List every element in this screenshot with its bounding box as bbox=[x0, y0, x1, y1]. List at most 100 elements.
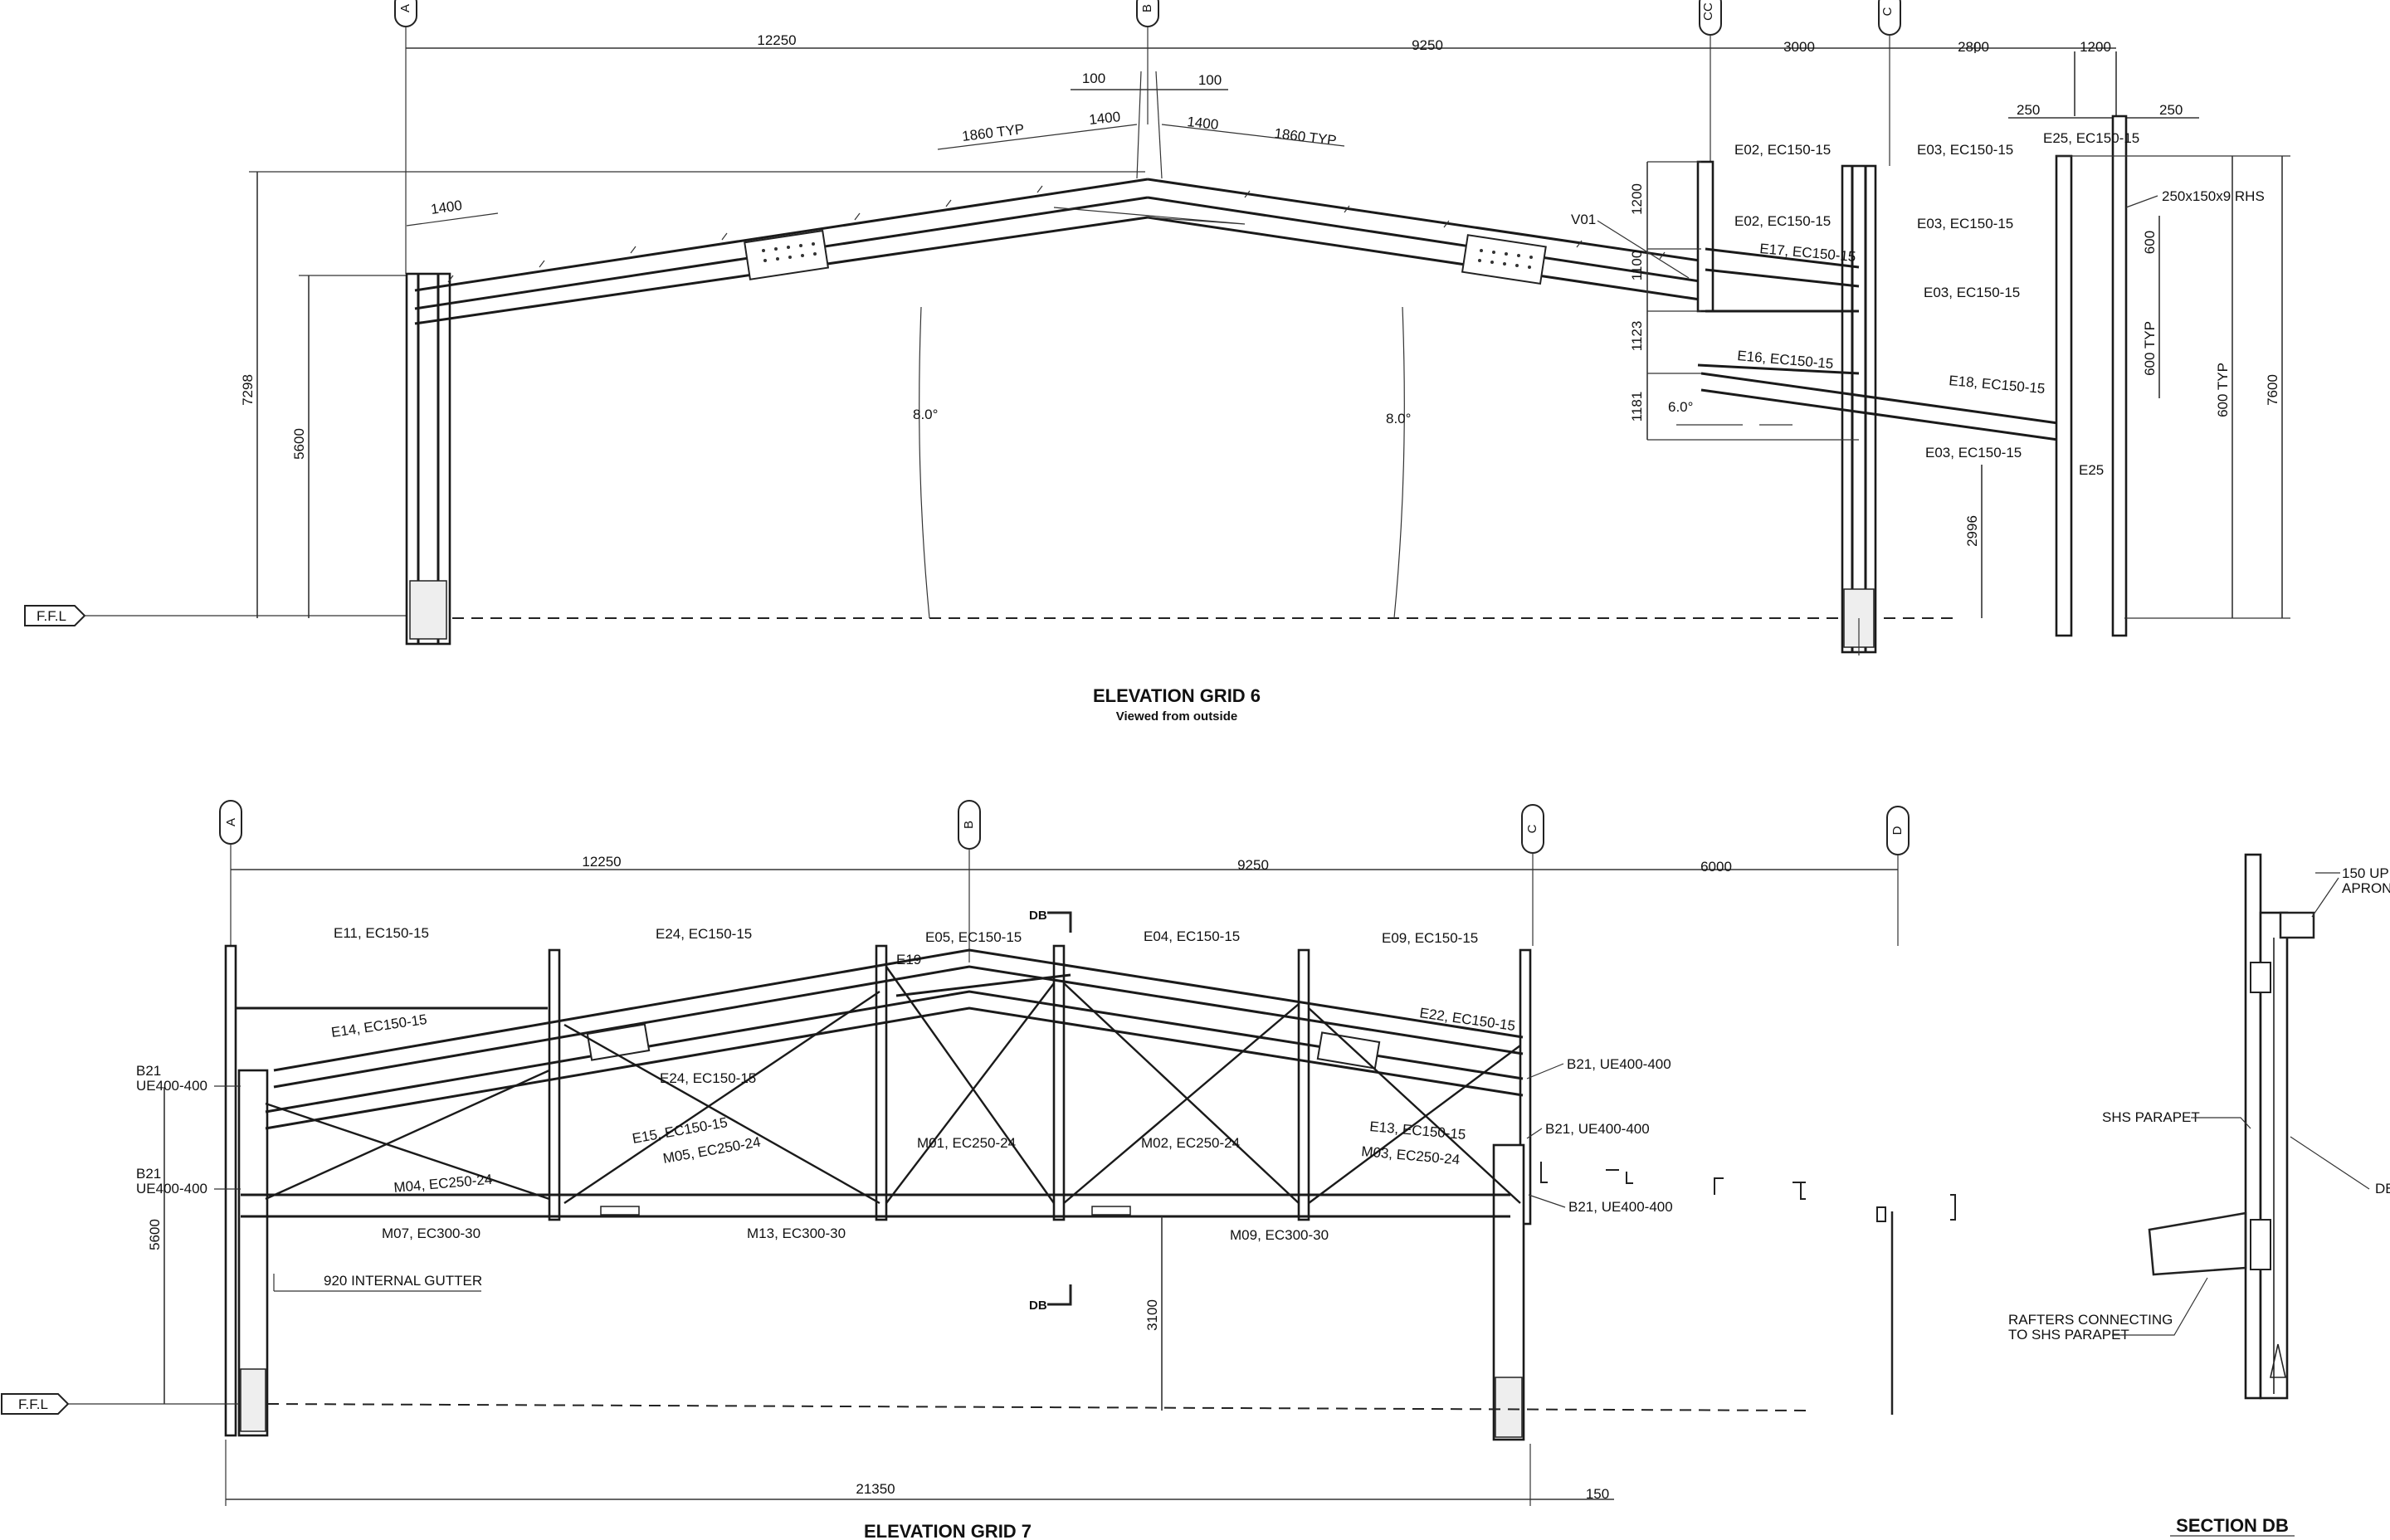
column-cc-grid6 bbox=[1696, 160, 1714, 313]
label-b21-d: B21, UE400-400 bbox=[1545, 1121, 1650, 1137]
grid-marker-a-bottom: A bbox=[219, 800, 242, 845]
label-e24-mid: E24, EC150-15 bbox=[660, 1070, 756, 1086]
dim-1860-typ-right: 1860 TYP bbox=[1274, 125, 1338, 149]
label-ue400-b: UE400-400 bbox=[136, 1181, 207, 1196]
label-e03-2: E03, EC150-15 bbox=[1917, 216, 2013, 231]
label-b21-e: B21, UE400-400 bbox=[1568, 1199, 1673, 1215]
dim-9250: 9250 bbox=[1412, 37, 1443, 53]
dim-1400-eave: 1400 bbox=[430, 197, 463, 217]
title-elevation-grid-6: ELEVATION GRID 6 bbox=[1093, 685, 1261, 706]
dim-1860-typ-left: 1860 TYP bbox=[961, 121, 1025, 144]
svg-text:A: A bbox=[224, 818, 238, 826]
grid-marker-cc-top: CC bbox=[1699, 0, 1722, 36]
label-e05: E05, EC150-15 bbox=[925, 929, 1022, 945]
dim-1400-ridge-left: 1400 bbox=[1088, 109, 1121, 128]
dim-1200: 1200 bbox=[2080, 39, 2111, 55]
dim-1100-cc: 1100 bbox=[1629, 251, 1645, 281]
title-section-db: SECTION DB bbox=[2176, 1515, 2289, 1536]
dim-5600-b: 5600 bbox=[147, 1219, 163, 1250]
section-mark-db-top: DB bbox=[1029, 909, 1072, 933]
angle-8-left: 8.0° bbox=[913, 407, 938, 422]
label-e04: E04, EC150-15 bbox=[1144, 928, 1240, 944]
svg-text:F.F.L: F.F.L bbox=[18, 1396, 48, 1412]
dim-3100: 3100 bbox=[1144, 1299, 1160, 1331]
label-m02: M02, EC250-24 bbox=[1141, 1135, 1240, 1151]
angle-8-right: 8.0° bbox=[1386, 411, 1411, 426]
label-e11: E11, EC150-15 bbox=[334, 925, 429, 941]
label-shs-parapet: SHS PARAPET bbox=[2102, 1109, 2200, 1125]
label-m09: M09, EC300-30 bbox=[1230, 1227, 1329, 1243]
elevation-grid-7: A B C D 12250 9250 6000 bbox=[1, 800, 1956, 1540]
svg-text:F.F.L: F.F.L bbox=[37, 608, 66, 624]
svg-text:B: B bbox=[1140, 4, 1154, 12]
label-m03: M03, EC250-24 bbox=[1361, 1143, 1461, 1167]
dim-2800: 2800 bbox=[1958, 39, 1989, 55]
rafter-right-grid6 bbox=[1053, 178, 1706, 302]
dim-250-right: 250 bbox=[2159, 102, 2183, 118]
dim-7600: 600 TYP bbox=[2215, 363, 2231, 417]
dim-250-left: 250 bbox=[2017, 102, 2040, 118]
label-m04: M04, EC250-24 bbox=[393, 1172, 493, 1196]
svg-text:C: C bbox=[1525, 824, 1539, 833]
rafters-grid7 bbox=[237, 948, 1524, 1130]
label-b21-a: B21 bbox=[136, 1063, 161, 1079]
dim-3000: 3000 bbox=[1783, 39, 1815, 55]
label-e25: E25 bbox=[2079, 462, 2104, 478]
label-e25-top: E25, EC150-15 bbox=[2043, 130, 2139, 146]
label-to-shs-parapet: TO SHS PARAPET bbox=[2008, 1327, 2129, 1343]
label-b21-b: B21 bbox=[136, 1166, 161, 1182]
label-e03-3: E03, EC150-15 bbox=[1924, 285, 2020, 300]
dim-600: 600 bbox=[2142, 231, 2158, 254]
label-e09: E09, EC150-15 bbox=[1382, 930, 1478, 946]
section-db: 150 UP T APRON SHS PARAPET DB-1 RAFTERS … bbox=[2008, 853, 2390, 1537]
dim-600-typ: 600 TYP bbox=[2142, 321, 2158, 376]
section-mark-db-bottom: DB bbox=[1029, 1284, 1072, 1313]
title-elevation-grid-7: ELEVATION GRID 7 bbox=[864, 1521, 1032, 1540]
dim-12250-b: 12250 bbox=[582, 854, 621, 870]
label-e03-4: E03, EC150-15 bbox=[1925, 445, 2022, 461]
label-v01: V01 bbox=[1571, 212, 1596, 227]
dim-100-left: 100 bbox=[1082, 71, 1105, 86]
dim-7800: 7600 bbox=[2265, 374, 2280, 406]
dim-150: 150 bbox=[1586, 1486, 1609, 1502]
label-e13: E13, EC150-15 bbox=[1369, 1118, 1466, 1143]
label-m13: M13, EC300-30 bbox=[747, 1226, 846, 1241]
label-e14: E14, EC150-15 bbox=[330, 1011, 428, 1040]
label-m01: M01, EC250-24 bbox=[917, 1135, 1016, 1151]
label-e03-1: E03, EC150-15 bbox=[1917, 142, 2013, 158]
label-apron: APRON bbox=[2342, 880, 2390, 896]
svg-text:D: D bbox=[1890, 826, 1905, 835]
label-ue400-a: UE400-400 bbox=[136, 1078, 207, 1094]
label-150-up-t: 150 UP T bbox=[2342, 865, 2390, 881]
rafter-left-grid6 bbox=[414, 178, 1149, 325]
label-rafters-connecting: RAFTERS CONNECTING bbox=[2008, 1312, 2173, 1328]
svg-text:CC: CC bbox=[1701, 2, 1715, 21]
grid-marker-b-bottom: B bbox=[958, 800, 981, 850]
svg-text:B: B bbox=[962, 821, 976, 829]
svg-text:C: C bbox=[1880, 7, 1895, 16]
grid-marker-a-top: A bbox=[394, 0, 417, 27]
svg-text:DB: DB bbox=[1029, 1299, 1047, 1313]
label-250x150x9-rhs: 250x150x9 RHS bbox=[2162, 188, 2265, 204]
column-c-grid6 bbox=[1841, 164, 1877, 654]
ffl-marker-bottom: F.F.L bbox=[1, 1393, 239, 1415]
dim-1400-ridge-right: 1400 bbox=[1187, 114, 1220, 133]
dim-21350: 21350 bbox=[856, 1481, 895, 1497]
ffl-marker-top: F.F.L bbox=[24, 605, 407, 626]
dim-2996: 2996 bbox=[1964, 515, 1980, 547]
dim-9250-b: 9250 bbox=[1237, 857, 1269, 873]
label-e24-top: E24, EC150-15 bbox=[656, 926, 752, 942]
label-db-1: DB-1 bbox=[2375, 1181, 2390, 1196]
label-e02-2: E02, EC150-15 bbox=[1734, 213, 1831, 229]
grid-marker-d-bottom: D bbox=[1886, 806, 1910, 855]
elevation-grid-6: A B CC C 12250 9250 3000 2800 1200 100 1 bbox=[24, 0, 2290, 724]
grid-marker-b-top: B bbox=[1136, 0, 1159, 27]
angle-6: 6.0° bbox=[1668, 399, 1693, 415]
parapet-column-left bbox=[2055, 154, 2073, 637]
dim-100-right: 100 bbox=[1198, 72, 1222, 88]
label-b21-c: B21, UE400-400 bbox=[1567, 1056, 1671, 1072]
grid-marker-c-bottom: C bbox=[1521, 804, 1544, 854]
subtitle-viewed-from-outside: Viewed from outside bbox=[1116, 709, 1237, 724]
parapet-column-right bbox=[2111, 115, 2128, 637]
